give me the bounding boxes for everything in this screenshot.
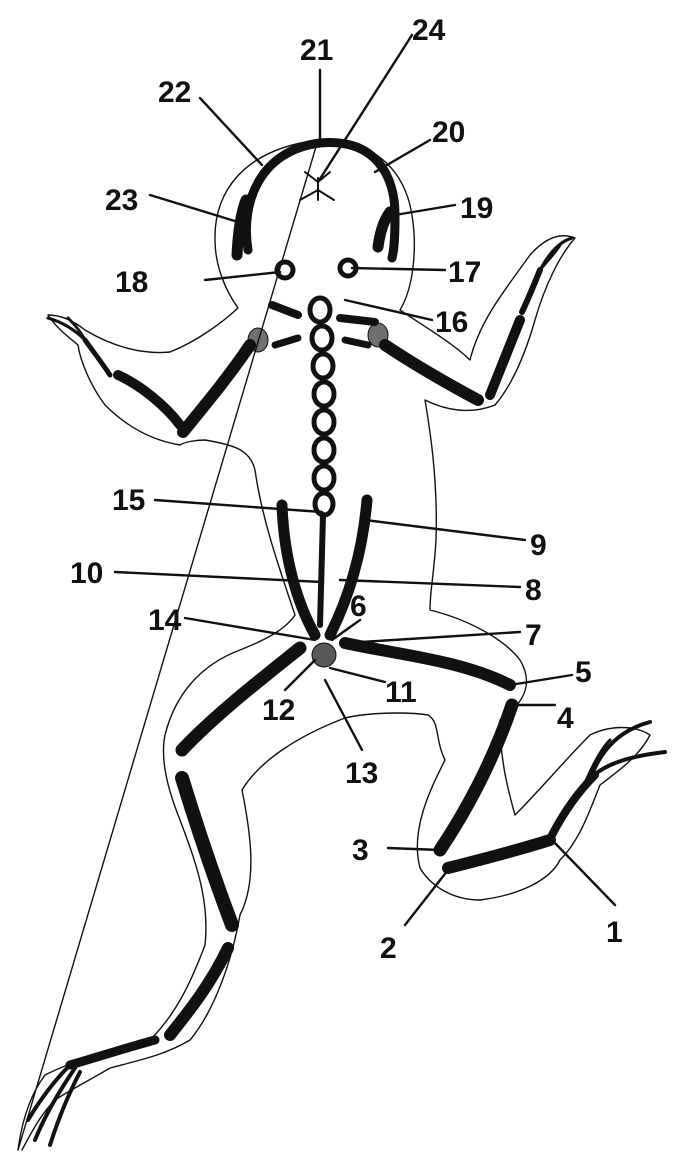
callout-9: 9	[530, 529, 547, 562]
carpals-left	[85, 340, 110, 375]
leader-3	[388, 848, 440, 850]
clavicle-right-lower	[345, 340, 368, 345]
metatarsal-left	[70, 1040, 155, 1065]
skull-arch	[246, 143, 395, 258]
callout-12: 12	[262, 694, 295, 727]
ischium-pubis	[312, 643, 336, 667]
toe-right-1	[598, 752, 665, 772]
leader-14	[185, 618, 315, 640]
humerus-left	[183, 345, 250, 432]
callout-17: 17	[448, 256, 481, 289]
vertebra-4	[314, 382, 334, 406]
leader-22	[200, 98, 262, 165]
leader-9	[365, 520, 525, 540]
callout-2: 2	[380, 932, 397, 965]
leader-2	[405, 870, 448, 925]
outline-head-torso	[18, 140, 650, 1150]
vertebra-2	[312, 326, 332, 350]
leader-15	[155, 500, 322, 512]
ear-capsule-left	[277, 262, 293, 278]
vertebral-column	[310, 298, 334, 625]
leader-11	[330, 668, 385, 682]
vertebra-7	[314, 466, 334, 490]
callout-labels: 1 2 3 4 5 6 7 8 9 10 11 12 13 14 15 16 1…	[70, 14, 623, 965]
clavicle-right-upper	[340, 318, 375, 322]
parasphenoid	[300, 172, 334, 200]
clavicle-left-lower	[275, 338, 298, 345]
vertebra-3	[313, 354, 333, 378]
leader-17	[352, 268, 445, 270]
leader-1	[552, 840, 615, 905]
vertebra-5	[314, 410, 334, 434]
carpals-right	[522, 270, 540, 312]
callout-6: 6	[350, 590, 367, 623]
metatarsal-right	[552, 775, 595, 835]
callout-23: 23	[105, 184, 138, 217]
callout-24: 24	[412, 14, 446, 47]
callout-3: 3	[352, 834, 369, 867]
vertebra-1	[310, 298, 330, 322]
callout-16: 16	[435, 306, 468, 339]
callout-15: 15	[112, 484, 145, 517]
callout-13: 13	[345, 757, 378, 790]
clavicle-left-upper	[272, 305, 298, 315]
hindlimb-left	[28, 648, 300, 1145]
callout-14: 14	[148, 604, 182, 637]
vertebra-6	[314, 438, 334, 462]
callout-10: 10	[70, 557, 103, 590]
tibiofibula-right	[440, 705, 512, 850]
leader-19	[395, 205, 455, 215]
leader-20	[375, 140, 430, 172]
callout-20: 20	[432, 116, 465, 149]
leader-8	[340, 580, 520, 587]
leader-18	[205, 272, 280, 280]
body-outline	[18, 140, 650, 1150]
callout-7: 7	[525, 619, 542, 652]
tarsus-right	[448, 840, 550, 868]
callout-4: 4	[557, 702, 574, 735]
leader-23	[150, 195, 238, 222]
digit-right-2	[540, 245, 560, 270]
leader-13	[325, 680, 362, 750]
callout-11: 11	[385, 676, 417, 709]
callout-22: 22	[158, 76, 191, 109]
callout-5: 5	[575, 656, 592, 689]
tibiofibula-left	[182, 778, 232, 925]
callout-8: 8	[525, 574, 542, 607]
humerus-right	[385, 345, 478, 400]
parasphenoid-arm-right	[318, 190, 334, 200]
callout-18: 18	[115, 266, 148, 299]
forelimb-left	[48, 318, 250, 432]
radio-ulna-left	[118, 375, 180, 425]
urostyle	[320, 515, 323, 625]
leader-5	[510, 675, 572, 685]
radio-ulna-right	[490, 320, 520, 395]
callout-19: 19	[460, 192, 493, 225]
callout-21: 21	[300, 34, 333, 67]
callout-1: 1	[606, 916, 623, 949]
ilium-left	[282, 505, 315, 635]
maxilla-right	[378, 212, 390, 247]
